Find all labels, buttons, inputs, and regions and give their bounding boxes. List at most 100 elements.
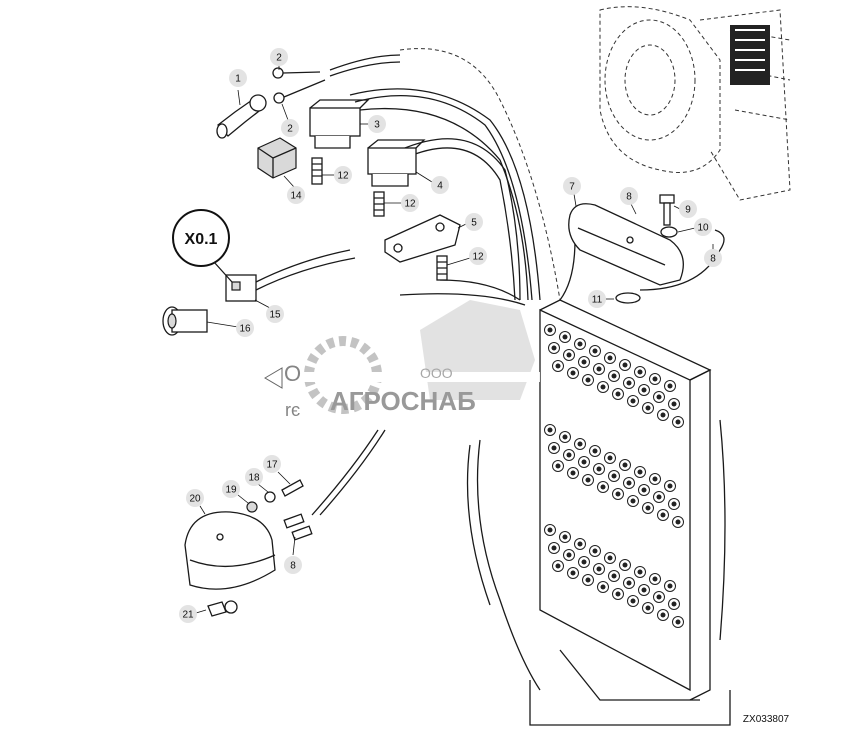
fuse-center xyxy=(652,476,658,482)
fuse-center xyxy=(596,466,602,472)
fuse-center xyxy=(622,462,628,468)
fuse-center xyxy=(581,359,587,365)
fuse-center xyxy=(551,445,557,451)
fuse-center xyxy=(637,569,643,575)
fuse-center xyxy=(592,348,598,354)
callout-5: 5 xyxy=(457,213,483,231)
callout-20: 20 xyxy=(186,489,206,515)
fuse-center xyxy=(622,562,628,568)
callout-8: 8 xyxy=(620,187,638,215)
watermark-partial-1: О xyxy=(284,361,301,386)
part-bulb-11 xyxy=(615,292,641,304)
fuse-center xyxy=(581,459,587,465)
callout-4: 4 xyxy=(415,171,449,194)
fuse-center xyxy=(585,577,591,583)
part-ring-terminals xyxy=(272,67,326,104)
fuse-center xyxy=(607,455,613,461)
fuse-center xyxy=(600,384,606,390)
fuse-grid xyxy=(544,324,684,628)
fuse-center xyxy=(645,605,651,611)
fuse-center xyxy=(660,512,666,518)
callout-number: 1 xyxy=(235,74,241,85)
fuse-center xyxy=(675,419,681,425)
fuse-center xyxy=(551,545,557,551)
watermark: ООО АГРОСНАБ О rє xyxy=(264,300,540,420)
callout-number: 21 xyxy=(182,610,194,621)
fuse-center xyxy=(555,363,561,369)
fuse-center xyxy=(637,369,643,375)
fuse-center xyxy=(615,591,621,597)
fuse-center xyxy=(656,394,662,400)
callout-7: 7 xyxy=(563,177,581,207)
fuse-center xyxy=(555,463,561,469)
fuse-center xyxy=(645,405,651,411)
fuse-center xyxy=(675,519,681,525)
fuse-center xyxy=(551,345,557,351)
fuse-center xyxy=(656,594,662,600)
fuse-center xyxy=(645,505,651,511)
callout-number: 18 xyxy=(248,473,260,484)
fuse-center xyxy=(596,566,602,572)
fuse-center xyxy=(637,469,643,475)
fuse-center xyxy=(667,583,673,589)
fuse-center xyxy=(570,470,576,476)
fuse-center xyxy=(641,587,647,593)
fuse-center xyxy=(547,527,553,533)
fuse-center xyxy=(641,387,647,393)
callout-8: 8 xyxy=(284,536,302,574)
callout-15: 15 xyxy=(254,299,284,323)
part-fasteners xyxy=(246,479,304,513)
fuse-center xyxy=(626,380,632,386)
callout-number: 10 xyxy=(697,223,709,234)
reference-code: ZX033807 xyxy=(743,714,790,725)
fuse-center xyxy=(547,327,553,333)
part-connector-3 xyxy=(309,99,370,149)
fuse-center xyxy=(555,563,561,569)
fuse-center xyxy=(660,612,666,618)
callout-number: 16 xyxy=(239,324,251,335)
fuse-center xyxy=(581,559,587,565)
callout-3: 3 xyxy=(360,115,386,133)
wiring-harness xyxy=(329,48,725,306)
fuse-center xyxy=(611,573,617,579)
fuse-center xyxy=(577,441,583,447)
callout-number: 11 xyxy=(592,295,603,306)
callout-17: 17 xyxy=(263,455,291,485)
callout-number: 14 xyxy=(290,191,302,202)
fuse-center xyxy=(592,448,598,454)
fuse-center xyxy=(607,355,613,361)
part-bolt-9 xyxy=(659,194,678,238)
callout-number: 20 xyxy=(189,494,201,505)
fuse-center xyxy=(585,477,591,483)
callout-number: 8 xyxy=(710,254,716,265)
callout-number: 7 xyxy=(569,182,575,193)
fuse-center xyxy=(577,541,583,547)
screw-12-a xyxy=(311,157,323,185)
part-lamp-7 xyxy=(568,203,684,286)
fuse-center xyxy=(630,398,636,404)
fuse-center xyxy=(611,473,617,479)
watermark-brand-small: ООО xyxy=(420,365,453,381)
callout-19: 19 xyxy=(222,480,249,504)
callout-9: 9 xyxy=(673,200,697,218)
callout-11: 11 xyxy=(588,290,614,308)
part-bulb-21 xyxy=(207,600,238,617)
callout-16: 16 xyxy=(206,319,254,337)
fuse-center xyxy=(592,548,598,554)
fuse-center xyxy=(671,601,677,607)
fuse-center xyxy=(641,487,647,493)
callout-number: 5 xyxy=(471,218,477,229)
fuse-center xyxy=(596,366,602,372)
fuse-center xyxy=(577,341,583,347)
callout-number: 2 xyxy=(276,53,282,64)
watermark-brand: АГРОСНАБ xyxy=(330,386,476,416)
callout-10: 10 xyxy=(677,218,712,236)
callout-number: 8 xyxy=(290,561,296,572)
part-bracket xyxy=(384,214,461,263)
callout-number: 12 xyxy=(472,252,484,263)
fuse-center xyxy=(615,491,621,497)
callout-number: 4 xyxy=(437,181,443,192)
part-relay xyxy=(257,137,297,179)
